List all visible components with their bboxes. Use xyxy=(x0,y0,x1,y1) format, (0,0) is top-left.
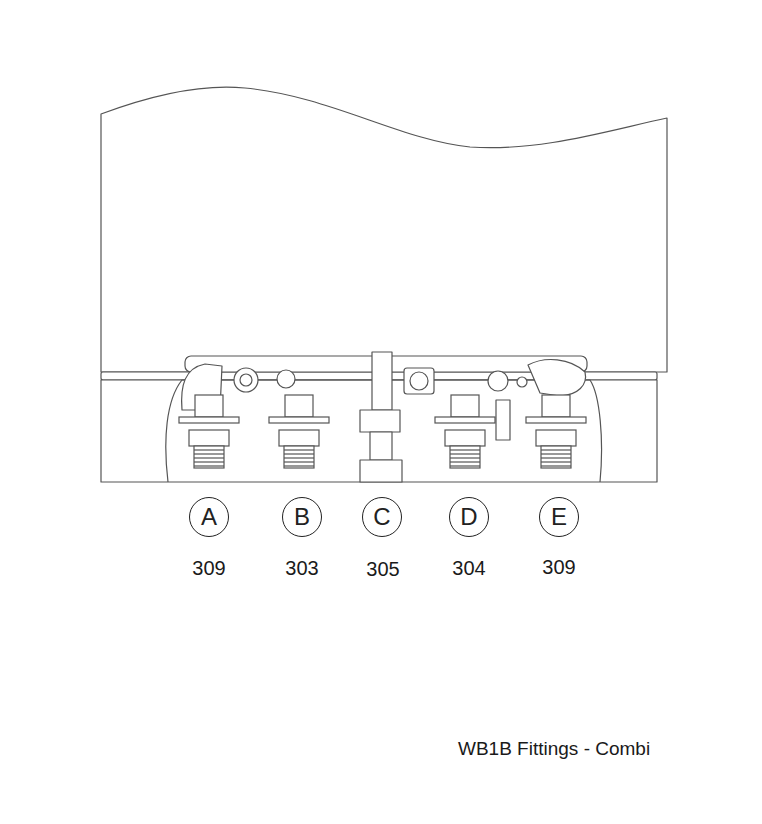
thread-line xyxy=(194,453,224,454)
hex-nut xyxy=(279,430,319,446)
thread-line xyxy=(284,465,314,466)
callout-letter: C xyxy=(373,505,390,529)
callout-circle: A xyxy=(189,497,229,537)
fitting-body xyxy=(285,395,313,417)
thread-line xyxy=(194,449,224,450)
thread-line xyxy=(541,461,571,462)
callout-letter: B xyxy=(294,505,310,529)
thread-line xyxy=(450,465,480,466)
centre-nut xyxy=(360,410,400,432)
thread-line xyxy=(450,453,480,454)
thread-line xyxy=(450,457,480,458)
thread-line xyxy=(284,457,314,458)
thread-line xyxy=(541,465,571,466)
valve-knob xyxy=(277,370,295,388)
centre-pipe xyxy=(370,432,392,460)
part-number: 305 xyxy=(366,559,399,579)
pipe-fitting xyxy=(526,395,586,468)
figure-caption: WB1B Fittings - Combi xyxy=(458,739,650,758)
thread-line xyxy=(450,461,480,462)
hex-nut xyxy=(445,430,485,446)
pipe-fitting xyxy=(179,395,239,468)
fitting-clip xyxy=(179,417,239,423)
threaded-end xyxy=(541,446,571,468)
callout-letter: E xyxy=(551,505,567,529)
callout-circle: E xyxy=(539,497,579,537)
thread-line xyxy=(194,465,224,466)
centre-pipe xyxy=(372,352,392,410)
valve-knob xyxy=(488,371,508,391)
fitting-body xyxy=(451,395,479,417)
thread-line xyxy=(450,449,480,450)
thread-line xyxy=(541,453,571,454)
hex-nut xyxy=(189,430,229,446)
valve-knob xyxy=(240,374,252,386)
valve-body xyxy=(404,368,434,394)
right-valve-cover xyxy=(528,360,586,396)
fitting-body xyxy=(542,395,570,417)
thread-line xyxy=(194,461,224,462)
hex-nut xyxy=(536,430,576,446)
fitting-clip xyxy=(435,417,495,423)
fitting-body xyxy=(195,395,223,417)
threaded-end xyxy=(450,446,480,468)
threaded-end xyxy=(194,446,224,468)
callout-letter: D xyxy=(460,505,477,529)
part-number: 309 xyxy=(542,557,575,577)
callout-circle: C xyxy=(362,497,402,537)
pipe-fitting xyxy=(435,395,495,468)
fitting-clip xyxy=(526,417,586,423)
sensor-stem xyxy=(496,400,510,440)
part-number: 304 xyxy=(452,558,485,578)
thread-line xyxy=(284,449,314,450)
sensor xyxy=(517,377,527,387)
thread-line xyxy=(541,449,571,450)
fitting-clip xyxy=(269,417,329,423)
callout-letter: A xyxy=(201,505,217,529)
threaded-end xyxy=(284,446,314,468)
thread-line xyxy=(541,457,571,458)
valve-knob xyxy=(234,368,258,392)
thread-line xyxy=(284,461,314,462)
boiler-casing xyxy=(101,87,667,372)
pipe-fitting xyxy=(269,395,329,468)
thread-line xyxy=(194,457,224,458)
callout-circle: B xyxy=(282,497,322,537)
part-number: 309 xyxy=(192,558,225,578)
centre-connector xyxy=(360,460,402,482)
valve-knob xyxy=(410,372,428,390)
callout-circle: D xyxy=(449,497,489,537)
part-number: 303 xyxy=(285,558,318,578)
thread-line xyxy=(284,453,314,454)
